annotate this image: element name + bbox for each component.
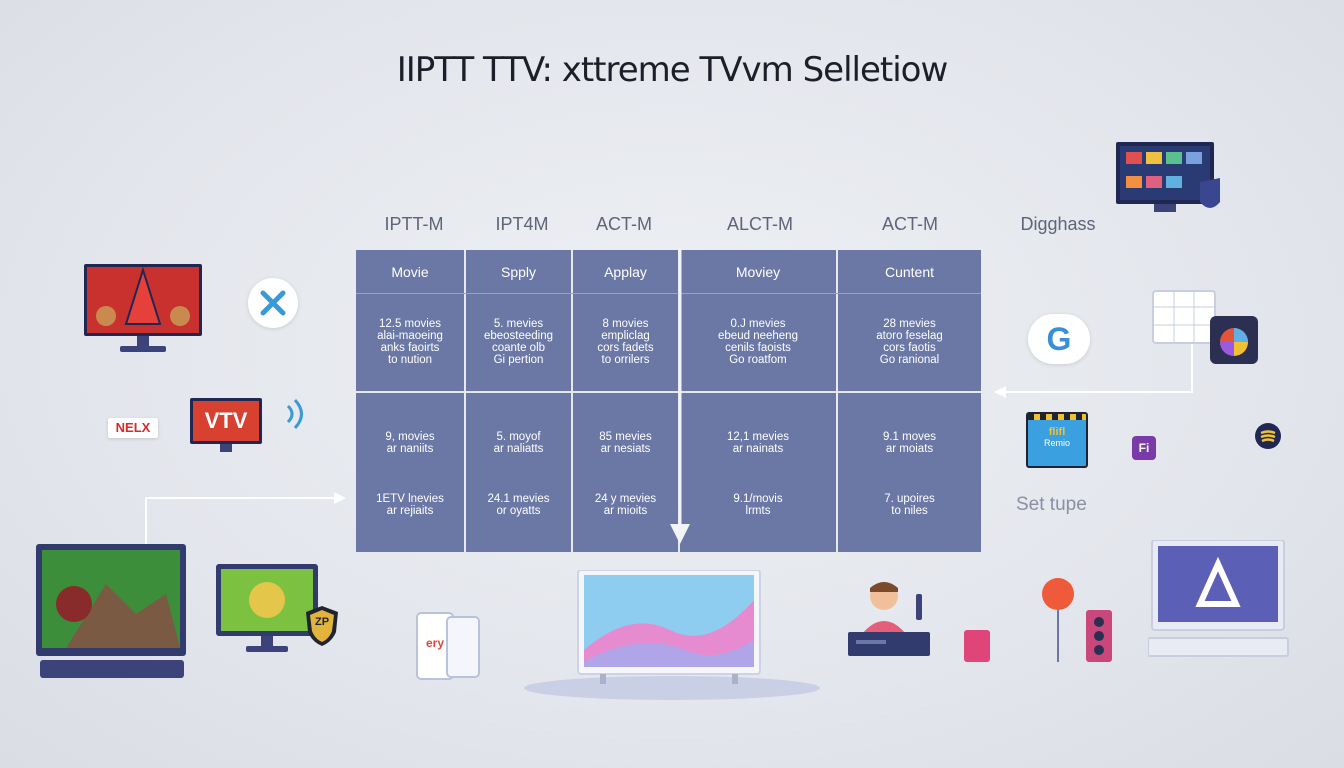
table-divider <box>836 250 838 552</box>
pin-icon <box>1042 578 1074 662</box>
phone-label: ery <box>425 636 445 650</box>
phone-icon <box>446 616 480 678</box>
small-app-badge: Fi <box>1132 436 1156 460</box>
desktop-monitor-icon <box>36 544 186 678</box>
down-arrow-icon <box>670 248 690 544</box>
monitor-icon <box>216 564 318 652</box>
shield-icon: ZP <box>304 604 340 648</box>
close-button[interactable] <box>248 278 298 328</box>
table-header-cell: Cuntent <box>884 264 935 280</box>
page-title: IIPTT TTV: xttreme TVvm Selletiow <box>396 50 949 90</box>
column-label-6: Digghass <box>1020 214 1096 234</box>
table-divider <box>356 391 981 393</box>
monitor-icon <box>84 264 202 352</box>
app-tile-icon <box>1210 316 1258 364</box>
music-icon <box>1255 423 1281 449</box>
column-label-2: IPT4M <box>495 214 549 234</box>
column-label-1: IPTT-M <box>384 214 444 234</box>
wifi-signal-icon <box>286 398 303 430</box>
column-label-4: ALCT-M <box>726 214 793 234</box>
table-divider <box>464 250 466 552</box>
table-header-cell: Moviey <box>735 264 781 280</box>
app-grid-tv-icon <box>1116 142 1220 212</box>
tv-icon: VTV <box>190 398 262 452</box>
column-label-3: ACT-M <box>596 214 652 234</box>
close-icon <box>260 290 286 316</box>
comparison-table: Movie Spply Applay Moviey Cuntent 12.5 m… <box>356 250 981 552</box>
table-divider <box>571 250 573 552</box>
ticket-card: flifl Remio <box>1026 412 1088 468</box>
search-icon: G <box>1046 321 1072 357</box>
column-label-5: ACT-M <box>882 214 938 234</box>
table-header-cell: Movie <box>391 264 429 280</box>
table-header-cell: Spply <box>500 264 537 280</box>
tv-screen-label: VTV <box>193 401 259 441</box>
table-header-cell: Applay <box>604 264 647 280</box>
set-top-label: Set tupe <box>1016 494 1087 515</box>
calendar-icon <box>1152 290 1216 344</box>
connector-arrow-icon <box>145 492 346 546</box>
cup-icon <box>964 630 990 662</box>
shield-label: ZP <box>314 616 330 628</box>
desktop-monitor-icon <box>1148 540 1289 657</box>
ticket-title: flifl <box>1048 426 1066 438</box>
brand-badge: NELX <box>108 418 158 438</box>
search-button[interactable]: G <box>1028 314 1090 364</box>
return-arrow-icon <box>994 342 1193 398</box>
speaker-icon <box>1086 610 1112 662</box>
brand-badge-label: NELX <box>115 420 151 435</box>
ticket-subtitle: Remio <box>1043 438 1070 448</box>
table-divider <box>356 293 981 294</box>
smart-tv-icon <box>524 570 820 700</box>
user-avatar-icon <box>848 582 930 656</box>
